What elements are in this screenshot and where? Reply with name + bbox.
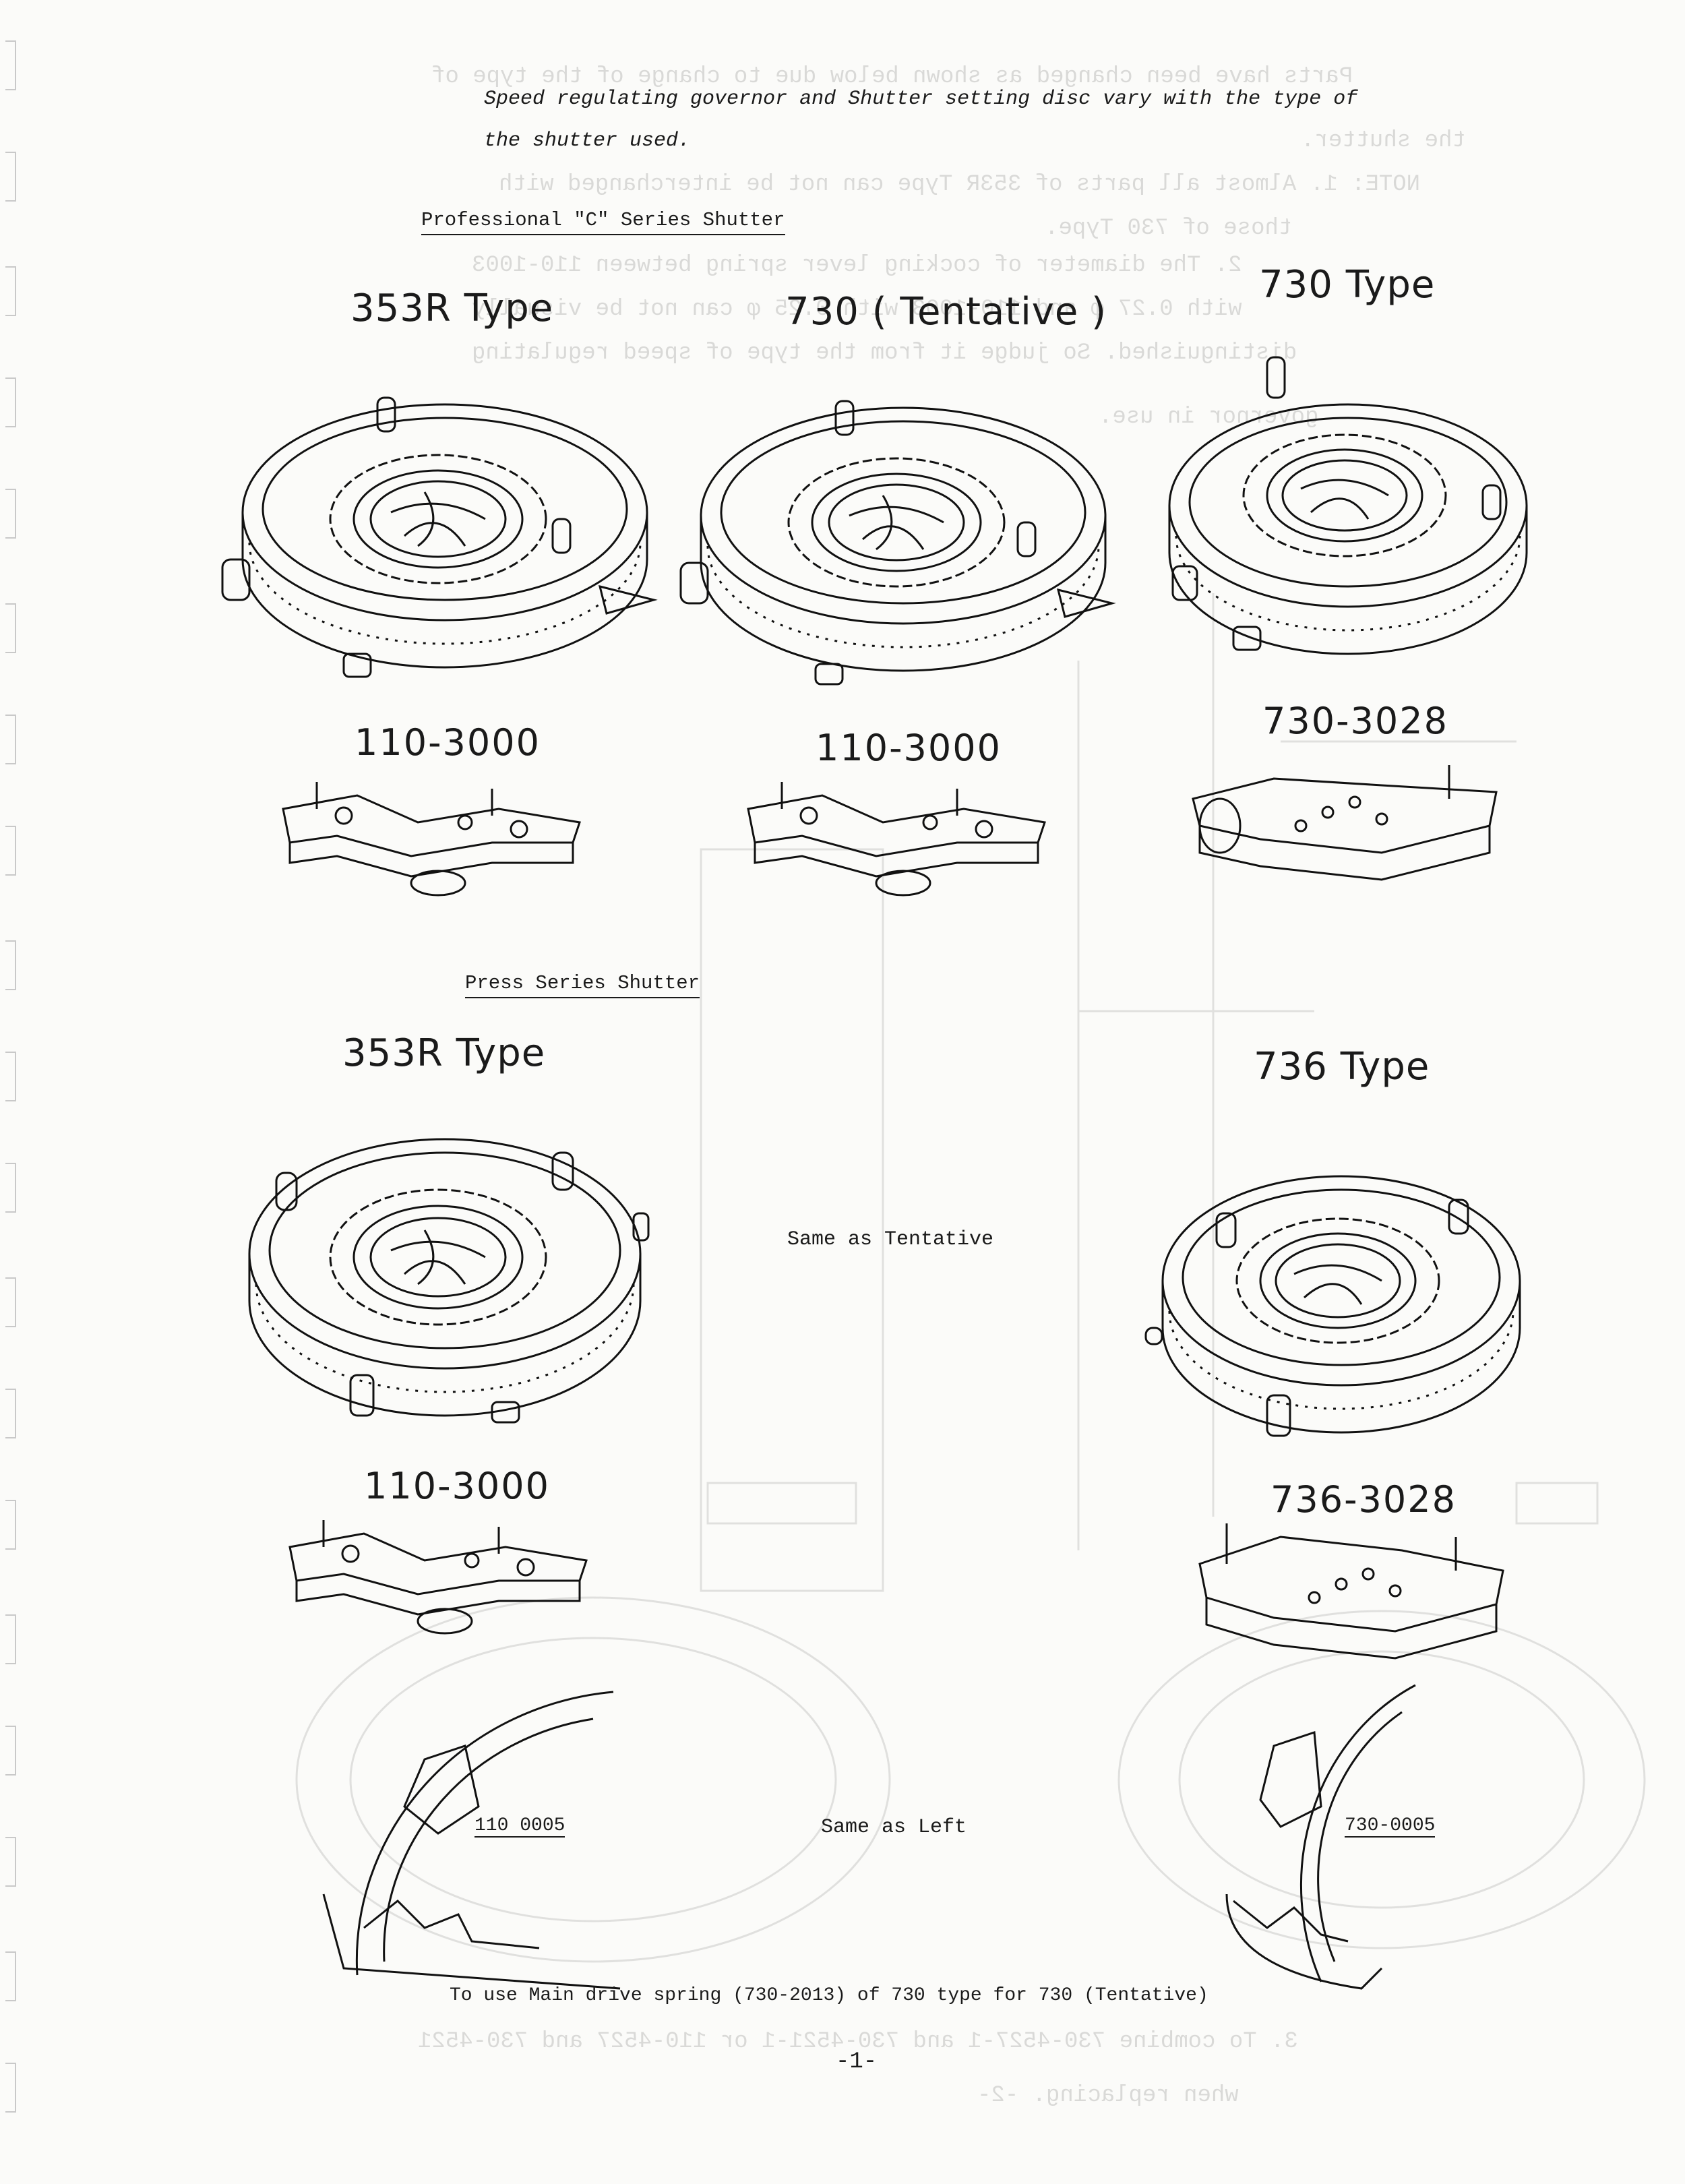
governor-736-3028-illustration: [1186, 1510, 1510, 1665]
shutter-730-illustration: [1159, 351, 1537, 667]
binder-tick: [5, 1277, 16, 1327]
part-label-press-736-governor: 736-3028: [1270, 1478, 1457, 1521]
binder-tick: [5, 40, 16, 90]
part-label-353r-governor: 110-3000: [355, 721, 541, 764]
binder-tick: [5, 1052, 16, 1101]
intro-line-2: the shutter used.: [484, 129, 691, 152]
binder-tick: [5, 1951, 16, 2001]
type-label-730: 730 Type: [1259, 263, 1436, 307]
shutter-press-353r-illustration: [236, 1112, 667, 1429]
section-heading-professional: Professional "C" Series Shutter: [421, 209, 785, 235]
type-label-353r: 353R Type: [350, 286, 554, 330]
binder-margin: [0, 0, 27, 2181]
binder-tick: [5, 266, 16, 316]
binder-tick: [5, 603, 16, 653]
binder-tick: [5, 152, 16, 202]
binder-tick: [5, 940, 16, 990]
binder-tick: [5, 1614, 16, 1664]
governor-730-3028-illustration: [1180, 752, 1503, 886]
part-label-press-353r-governor: 110-3000: [364, 1465, 550, 1507]
disc-label-right: 730-0005: [1345, 1815, 1436, 1838]
binder-tick: [5, 1500, 16, 1550]
shutter-730-tentative-illustration: [681, 388, 1119, 684]
part-label-730t-governor: 110-3000: [816, 727, 1002, 769]
note-same-as-left: Same as Left: [821, 1816, 967, 1839]
main-spring-note: To use Main drive spring (730-2013) of 7…: [450, 1985, 1208, 2006]
binder-tick: [5, 826, 16, 876]
shutter-353r-illustration: [222, 384, 661, 681]
binder-tick: [5, 1837, 16, 1887]
binder-tick: [5, 1726, 16, 1776]
shutter-press-736-illustration: [1153, 1139, 1530, 1449]
governor-110-3000-tentative-illustration: [741, 768, 1051, 903]
intro-line-1: Speed regulating governor and Shutter se…: [484, 88, 1358, 111]
section-heading-press: Press Series Shutter: [465, 972, 700, 998]
part-label-730-governor: 730-3028: [1262, 700, 1448, 742]
binder-tick: [5, 1163, 16, 1213]
setting-disc-left-illustration: [303, 1672, 620, 1995]
note-same-as-tentative: Same as Tentative: [787, 1228, 994, 1251]
binder-tick: [5, 489, 16, 539]
binder-tick: [5, 2063, 16, 2113]
type-label-press-353r: 353R Type: [342, 1031, 546, 1075]
type-label-730-tentative: 730 ( Tentative ): [785, 290, 1107, 334]
type-label-press-736: 736 Type: [1254, 1045, 1430, 1089]
binder-tick: [5, 377, 16, 427]
governor-press-110-3000-illustration: [283, 1507, 593, 1641]
governor-110-3000-illustration: [276, 768, 586, 903]
binder-tick: [5, 1389, 16, 1438]
setting-disc-right-illustration: [1206, 1672, 1523, 1995]
binder-tick: [5, 715, 16, 764]
disc-label-left: 110 0005: [474, 1815, 565, 1838]
page-number: -1-: [836, 2049, 878, 2075]
